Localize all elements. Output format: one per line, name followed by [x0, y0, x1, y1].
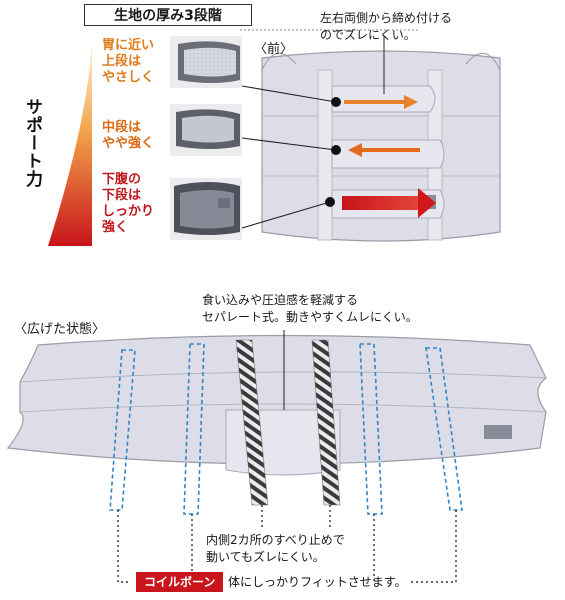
- level-top-line: 上段は: [102, 54, 142, 69]
- inner-stop-note-line: 内側2カ所のすべり止めで: [206, 533, 345, 547]
- level-bottom-label: 下腹の 下段は しっかり 強く: [102, 172, 154, 236]
- level-middle-label: 中段は やや強く: [102, 120, 154, 152]
- level-bottom-line: 強く: [102, 220, 129, 235]
- inner-stop-note: 内側2カ所のすべり止めで 動いてもズレにくい。: [206, 532, 345, 566]
- level-top-line: やさしく: [102, 70, 155, 85]
- thickness-title: 生地の厚み3段階: [84, 4, 252, 26]
- swatch-middle: [170, 104, 242, 156]
- separate-note-line: 食い込みや圧迫感を軽減する: [202, 293, 359, 307]
- level-middle-line: やや強く: [102, 136, 155, 151]
- non-slip-strips: [235, 339, 341, 506]
- separate-note: 食い込みや圧迫感を軽減する セパレート式。動きやすくムレにくい。: [202, 292, 418, 326]
- swatch-bottom: [170, 178, 242, 240]
- front-view-label: 〈前〉: [254, 42, 294, 57]
- spread-view-label: 〈広げた状態〉: [14, 322, 106, 337]
- level-bottom-line: 下段は: [102, 188, 142, 203]
- support-gradient-wedge: [48, 40, 92, 246]
- arrow-top-orange: [344, 95, 418, 109]
- fasten-note-line: のでズレにくい。: [320, 28, 416, 42]
- coil-bone-text: 体にしっかりフィットさせます。: [228, 575, 407, 589]
- level-top-line: 胃に近い: [102, 38, 155, 53]
- inner-stop-note-line: 動いてもズレにくい。: [206, 550, 325, 564]
- fasten-note: 左右両側から締め付ける のでズレにくい。: [320, 10, 452, 44]
- separate-note-line: セパレート式。動きやすくムレにくい。: [202, 310, 418, 324]
- front-belt: [261, 50, 501, 242]
- leader-lines-top: [240, 29, 420, 229]
- level-bottom-line: 下腹の: [102, 172, 142, 187]
- coil-bone-badge: コイルボーン: [136, 572, 224, 592]
- spread-belt: [6, 334, 547, 476]
- leader-dots: [325, 97, 341, 207]
- level-bottom-line: しっかり: [102, 204, 155, 219]
- coil-bones: [109, 343, 463, 515]
- coil-leaders: [117, 505, 457, 583]
- level-middle-line: 中段は: [102, 120, 142, 135]
- support-label: サポート力: [22, 98, 42, 188]
- arrow-middle-orange: [348, 143, 420, 157]
- belt-logo-tag: [484, 425, 512, 439]
- arrow-bottom-red: [342, 188, 436, 218]
- level-top-label: 胃に近い 上段は やさしく: [102, 38, 154, 86]
- fasten-note-line: 左右両側から締め付ける: [320, 11, 453, 25]
- swatch-top: [170, 36, 242, 88]
